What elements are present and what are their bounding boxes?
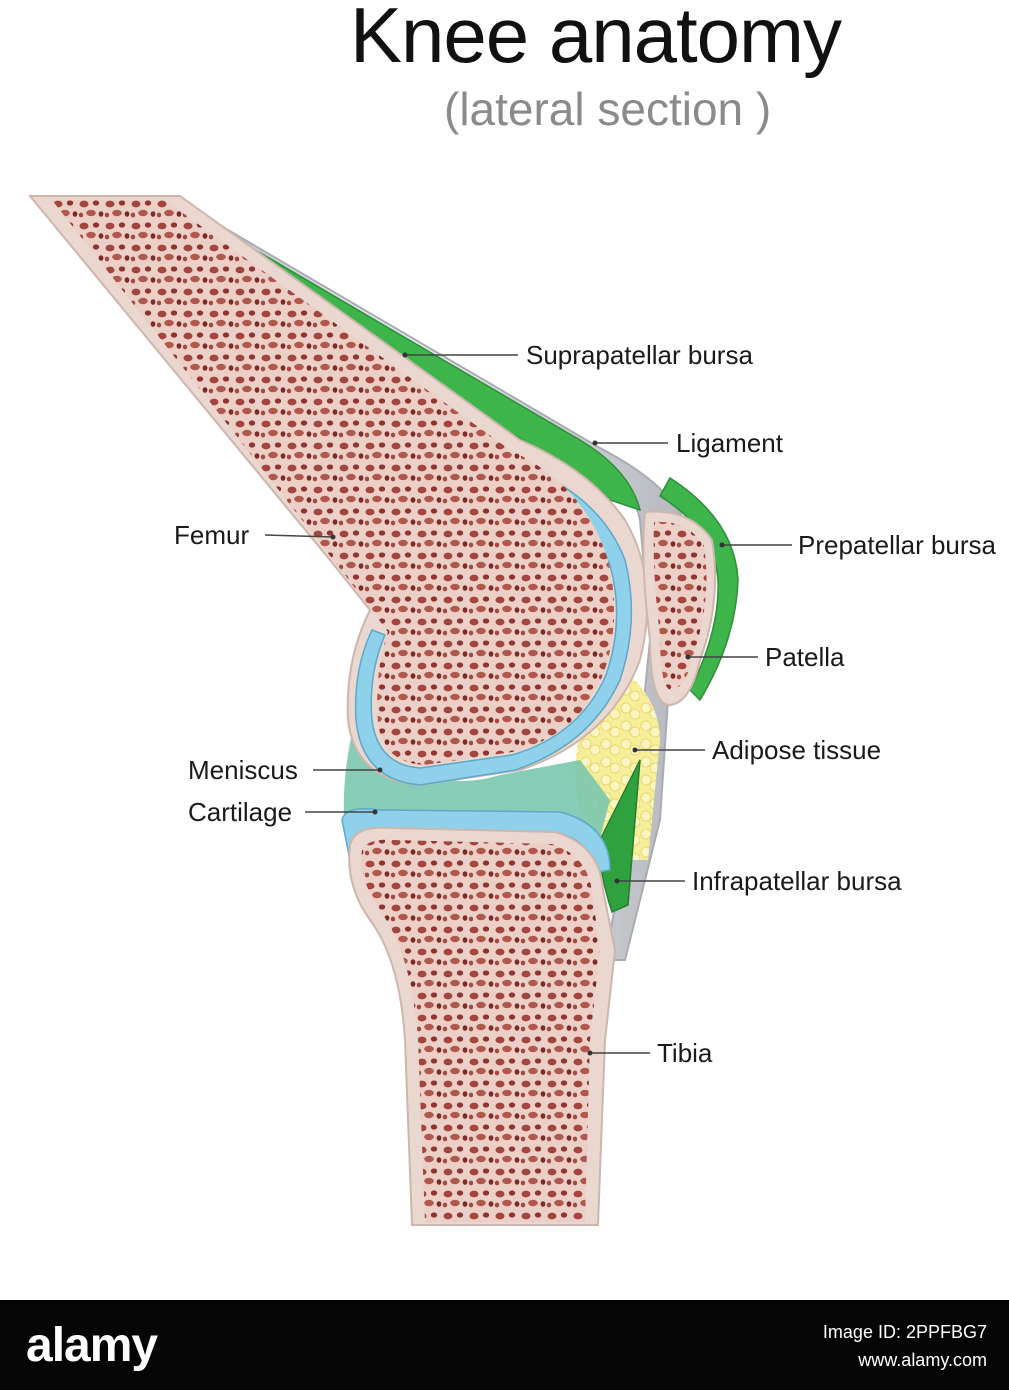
site-url: www.alamy.com bbox=[858, 1350, 987, 1370]
leader-femur bbox=[264, 534, 334, 538]
label-infrapatellar-bursa: Infrapatellar bursa bbox=[692, 866, 902, 896]
leader-lines bbox=[264, 354, 792, 1054]
femur-marrow bbox=[52, 200, 615, 765]
meniscus-shape bbox=[343, 720, 610, 838]
label-cartilage: Cartilage bbox=[188, 797, 293, 827]
label-suprapatellar-bursa: Suprapatellar bursa bbox=[526, 340, 753, 370]
knee-diagram bbox=[27, 194, 792, 1226]
stock-footer: alamy Image ID: 2PPFBG7 www.alamy.com bbox=[0, 1300, 1009, 1390]
label-femur: Femur bbox=[174, 520, 250, 550]
leader-dots bbox=[330, 352, 725, 1056]
alamy-logo: alamy bbox=[26, 1319, 158, 1372]
label-prepatellar-bursa: Prepatellar bursa bbox=[798, 530, 996, 560]
label-meniscus: Meniscus bbox=[188, 755, 298, 785]
image-id: Image ID: 2PPFBG7 bbox=[822, 1322, 987, 1342]
tibia-marrow bbox=[361, 839, 600, 1222]
diagram-title: Knee anatomy bbox=[350, 0, 842, 79]
diagram-subtitle: (lateral section ) bbox=[444, 83, 772, 135]
label-adipose-tissue: Adipose tissue bbox=[712, 735, 882, 765]
patella-marrow bbox=[653, 521, 707, 690]
femur-cartilage bbox=[354, 463, 633, 786]
label-patella: Patella bbox=[765, 642, 845, 672]
label-ligament: Ligament bbox=[676, 428, 783, 458]
label-tibia: Tibia bbox=[657, 1038, 713, 1068]
